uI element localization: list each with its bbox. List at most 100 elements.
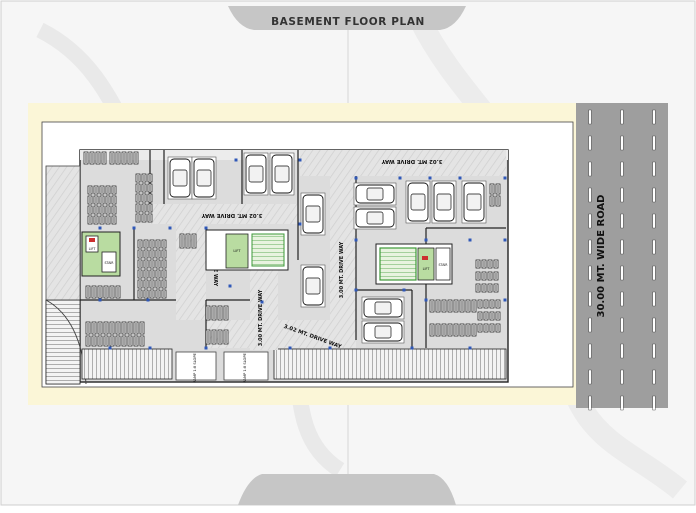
core-right-stair-box [435, 247, 451, 281]
driveway-bottom [206, 320, 356, 348]
driveway-label-top: 3.02 MT. DRIVE WAY [381, 158, 442, 164]
core-left: LIFT STAIR [81, 231, 121, 277]
road-lane-dash [588, 291, 592, 307]
column-marker [298, 158, 302, 162]
column-marker [168, 226, 172, 230]
road-lane-dash [620, 265, 624, 281]
road-lane-dash [652, 109, 656, 125]
column-marker [298, 222, 302, 226]
core-left-lift-marker [89, 238, 95, 242]
car-roof [172, 169, 188, 187]
driveway-label-vertical-mid: 3.00 MT. DRIVE WAY [258, 289, 264, 346]
structural-columns [98, 158, 507, 350]
road-lane-dash [652, 161, 656, 177]
core-right-stair-label: STAIR [438, 263, 448, 267]
column-marker [108, 346, 112, 350]
column-marker [503, 298, 507, 302]
column-marker [402, 288, 406, 292]
car-bay [300, 192, 326, 236]
column-marker [132, 226, 136, 230]
road-lane-dash [652, 291, 656, 307]
car-bay [431, 180, 457, 224]
driveway-top-left [150, 204, 298, 224]
road-lane-dash [588, 317, 592, 333]
road-lane-dash [652, 239, 656, 255]
core-right-lift [417, 247, 435, 281]
ramp-label-left: RAMP 1:8 SLOPE [193, 352, 197, 382]
car-bay [269, 152, 295, 196]
road-lane-dash [588, 109, 592, 125]
road-lane-dash [620, 395, 624, 411]
column-marker [148, 346, 152, 350]
car-bay [461, 180, 487, 224]
car-roof [436, 193, 452, 211]
road-lane-dash [588, 395, 592, 411]
road-lane-dash [620, 109, 624, 125]
car-bay [361, 320, 405, 344]
road: 30.00 MT. WIDE ROAD [576, 103, 668, 411]
road-lane-dash [620, 369, 624, 385]
page-title: BASEMENT FLOOR PLAN [271, 16, 425, 28]
car-roof [366, 187, 384, 201]
car-roof [366, 211, 384, 225]
column-marker [410, 346, 414, 350]
column-marker [354, 176, 358, 180]
column-marker [204, 346, 208, 350]
road-lane-dash [588, 135, 592, 151]
ramp-curve-left [45, 299, 81, 385]
column-marker [503, 238, 507, 242]
road-lane-dash [588, 343, 592, 359]
car-roof [374, 301, 392, 315]
car-bay [191, 156, 217, 200]
column-marker [354, 238, 358, 242]
car-bay [405, 180, 431, 224]
ramp-label-right: RAMP 1:8 SLOPE [243, 352, 247, 382]
road-lane-dash [620, 135, 624, 151]
driveway-label-vertical-center: 3.00 MT. DRIVE WAY [339, 241, 345, 298]
car-roof [374, 325, 392, 339]
column-marker [458, 176, 462, 180]
column-marker [468, 238, 472, 242]
car-bay [300, 264, 326, 308]
column-marker [428, 176, 432, 180]
column-marker [234, 158, 238, 162]
column-marker [354, 288, 358, 292]
road-lane-dash [652, 369, 656, 385]
column-marker [398, 176, 402, 180]
road-lane-dash [620, 239, 624, 255]
bottom-ramp-strip-left [81, 348, 173, 380]
car-roof [305, 205, 321, 223]
column-marker [503, 176, 507, 180]
ramp-entry-left [175, 351, 217, 381]
title-tab [228, 6, 466, 30]
road-lane-dash [620, 213, 624, 229]
road-lane-dash [620, 291, 624, 307]
road-lane-dash [588, 369, 592, 385]
car-bay [167, 156, 193, 200]
column-marker [228, 284, 232, 288]
column-marker [468, 346, 472, 350]
column-marker [260, 300, 264, 304]
car-bays [167, 152, 487, 344]
column-marker [98, 298, 102, 302]
core-right-lift-marker [422, 256, 428, 260]
road-lane-dash [620, 343, 624, 359]
car-bay [361, 296, 405, 320]
column-marker [424, 298, 428, 302]
core-center-lift [225, 233, 249, 269]
car-roof [305, 277, 321, 295]
road-lane-dash [620, 317, 624, 333]
car-bay [353, 182, 397, 206]
core-center-lift-label: LIFT [233, 249, 241, 253]
core-right-stair [379, 247, 417, 281]
road-lane-dash [620, 187, 624, 203]
ramp-entry-right [223, 351, 269, 381]
road-lane-dash [652, 265, 656, 281]
bottom-ramp-strip-right [273, 348, 507, 380]
core-left-lift-label: LIFT [89, 247, 97, 251]
bottom-tab [238, 474, 456, 505]
column-marker [424, 238, 428, 242]
car-roof [196, 169, 212, 187]
column-marker [204, 226, 208, 230]
road-lane-dash [588, 161, 592, 177]
